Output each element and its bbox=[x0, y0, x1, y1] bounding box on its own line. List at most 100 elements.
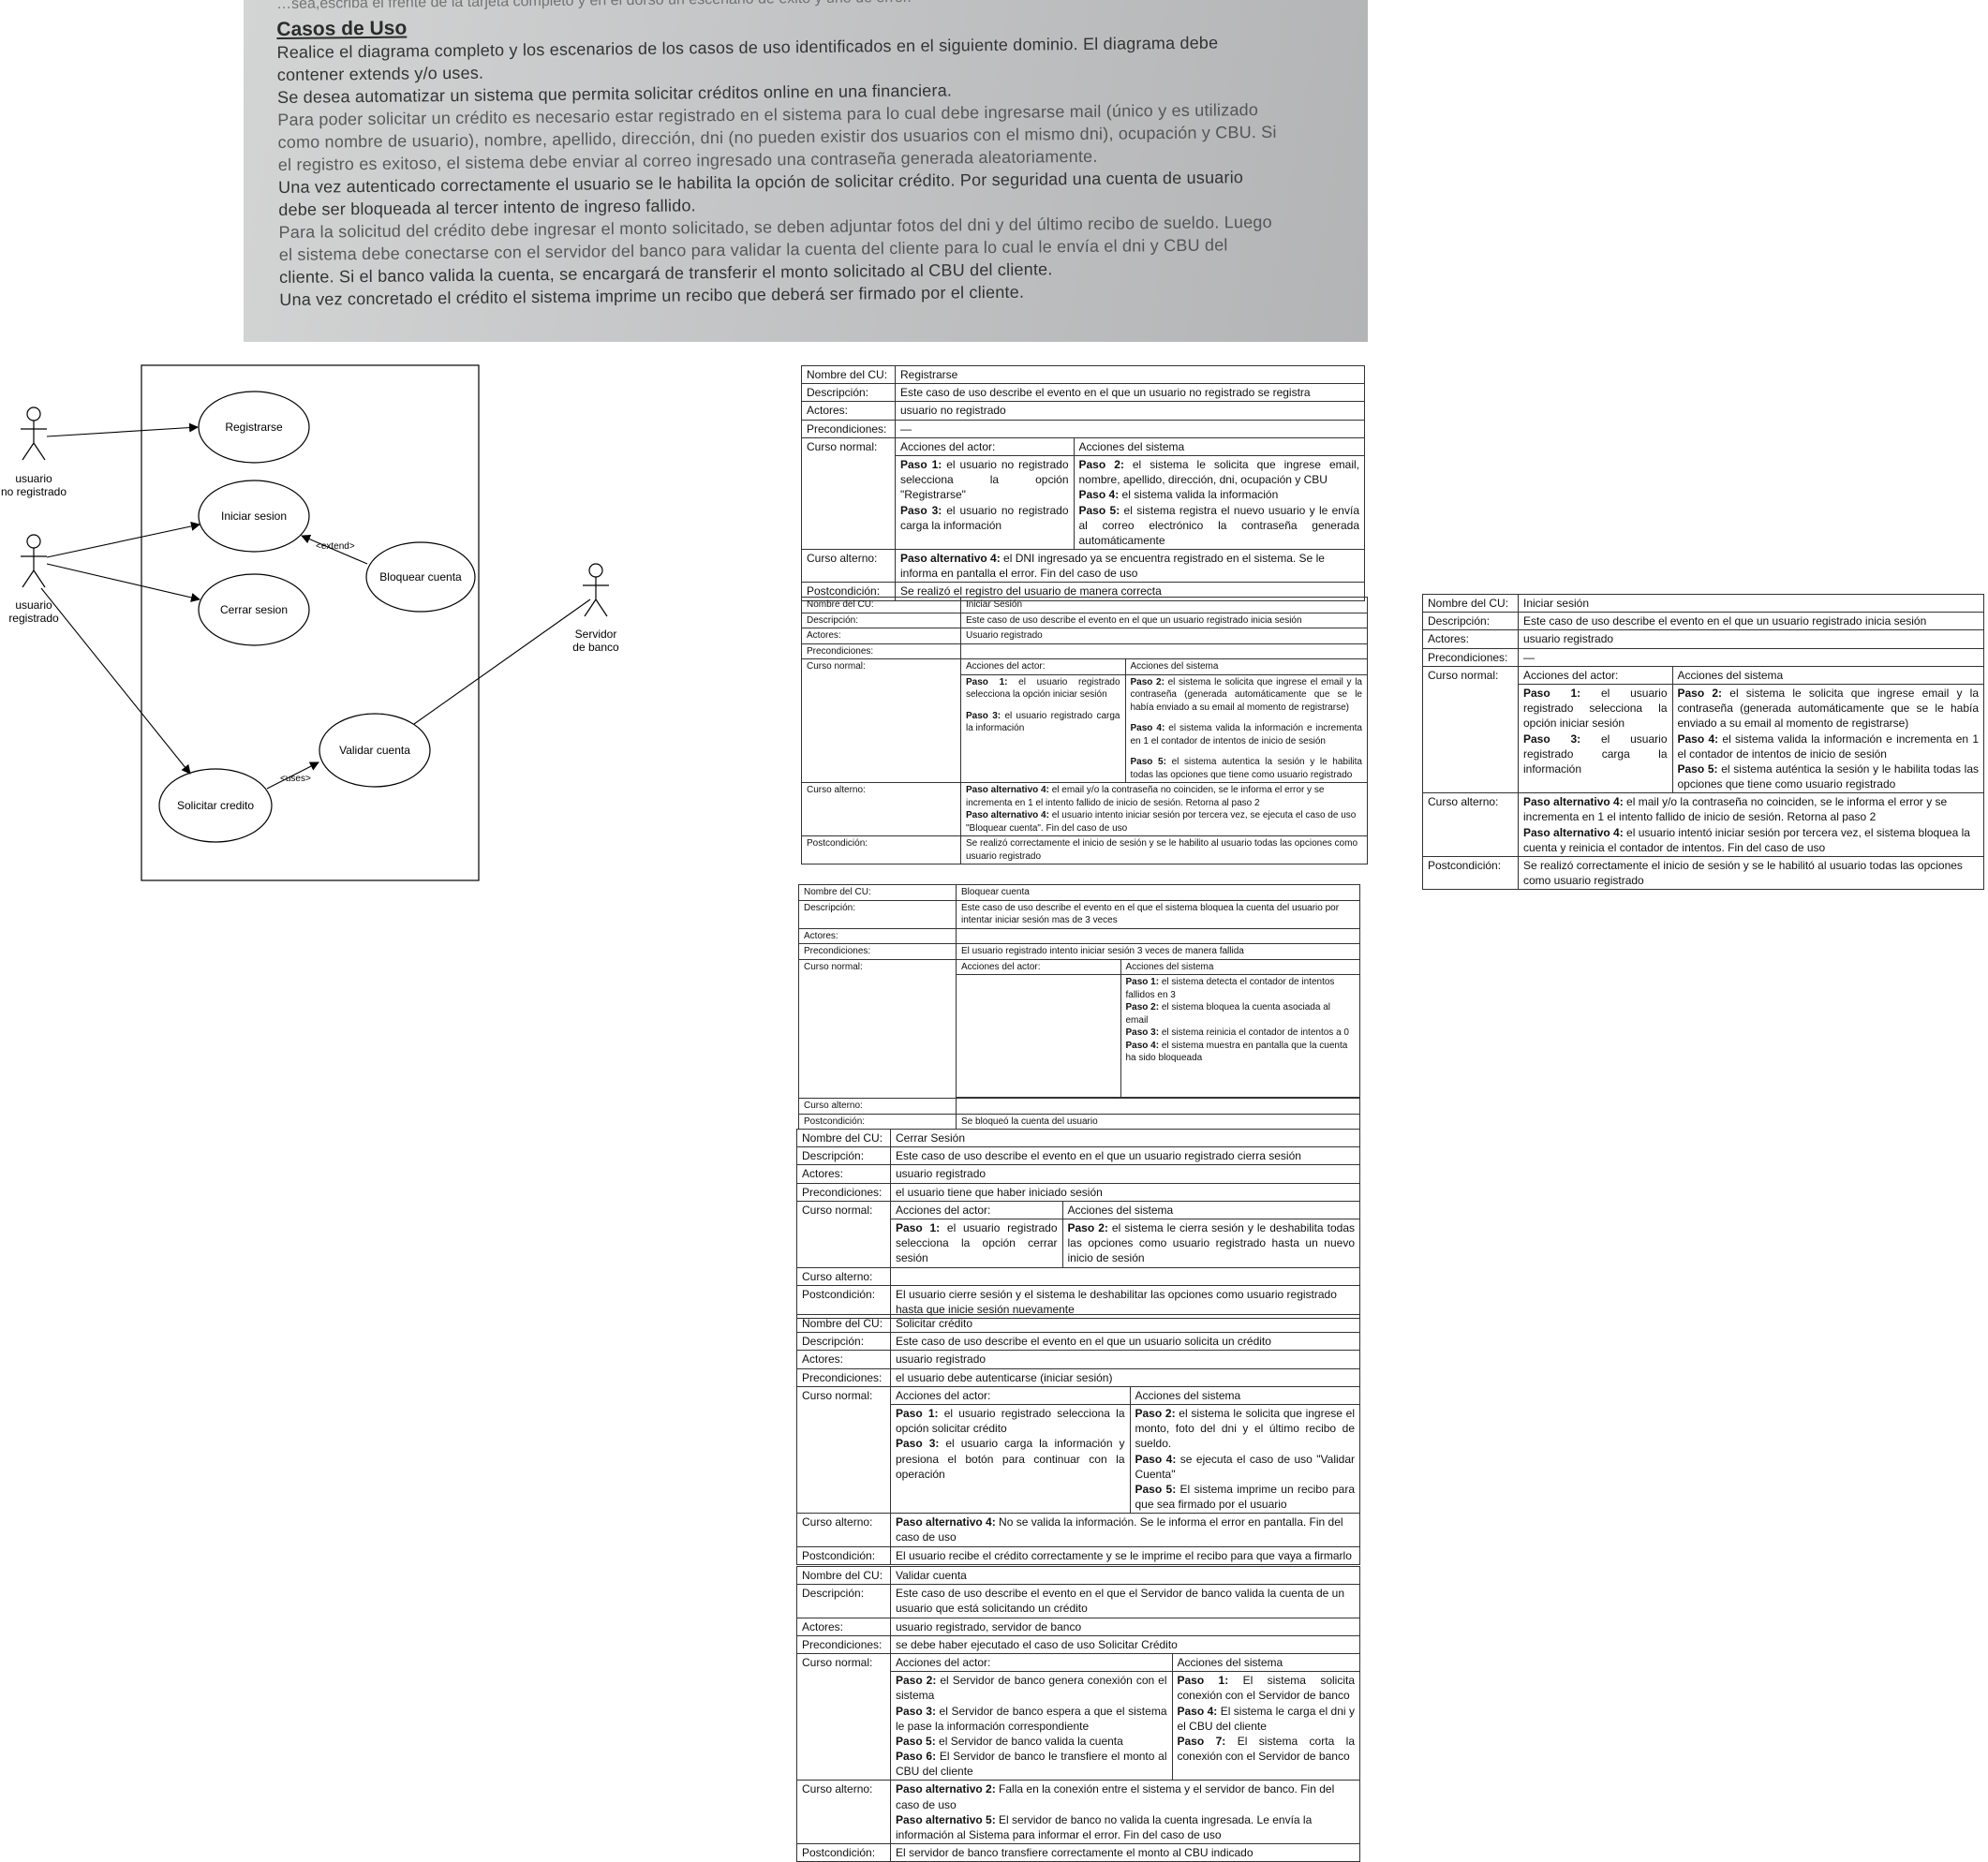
label-precondiciones: Precondiciones: bbox=[796, 1182, 891, 1202]
step-item: Paso 2: el sistema le solicita que ingre… bbox=[1677, 686, 1980, 731]
value-postcondicion: Se realizó correctamente el inicio de se… bbox=[1518, 855, 1984, 891]
value-actores: Usuario registrado bbox=[960, 628, 1368, 644]
table-solicitar-credito: Nombre del CU:Solicitar crédito Descripc… bbox=[796, 1313, 1360, 1565]
value-nombre: Bloquear cuenta bbox=[956, 884, 1360, 901]
use-case-validar-cuenta bbox=[319, 713, 431, 788]
step-item: Paso 4: el sistema valida la información… bbox=[1677, 732, 1980, 761]
label-descripcion: Descripción: bbox=[798, 899, 957, 929]
step-item: Paso 1: el sistema detecta el contador d… bbox=[1125, 977, 1335, 1000]
label-precondiciones: Precondiciones: bbox=[796, 1367, 891, 1387]
label-curso-normal: Curso normal: bbox=[801, 658, 961, 783]
step-item: Paso 5: el sistema registra el nuevo usu… bbox=[1078, 503, 1360, 547]
step-item: Paso 3: el usuario no registrado carga l… bbox=[900, 503, 1069, 532]
exercise-photo: …sea,escriba el frente de la tarjeta com… bbox=[244, 0, 1368, 342]
step-item: Paso 1: El sistema solicita conexión con… bbox=[1177, 1674, 1356, 1703]
value-postcondicion: Se bloqueó la cuenta del usuario bbox=[956, 1113, 1360, 1130]
label-precondiciones: Precondiciones: bbox=[1422, 647, 1519, 667]
value-postcondicion: Se realizó correctamente el inicio de se… bbox=[960, 835, 1368, 864]
step-item: Paso alternativo 2: Falla en la conexión… bbox=[896, 1782, 1335, 1811]
label-precondiciones: Precondiciones: bbox=[798, 943, 957, 960]
label-nombre: Nombre del CU: bbox=[798, 884, 957, 901]
label-descripcion: Descripción: bbox=[801, 383, 896, 403]
actor-label-no-registrado: usuario no registrado bbox=[0, 472, 67, 498]
step-item: Paso 4: el sistema valida la información… bbox=[1130, 723, 1363, 746]
step-item: Paso 5: el Servidor de banco valida la c… bbox=[896, 1734, 1123, 1748]
use-case-label-solicitar: Solicitar credito bbox=[176, 799, 255, 812]
system-steps: Paso 2: el sistema le solicita que ingre… bbox=[1124, 674, 1367, 782]
actor-label-registrado: usuario registrado bbox=[8, 598, 59, 625]
label-curso-normal: Curso normal: bbox=[796, 1652, 891, 1781]
alterno-steps: Paso alternativo 4: el mail y/o la contr… bbox=[1518, 792, 1984, 857]
use-case-iniciar-sesion bbox=[198, 480, 310, 553]
table-iniciar-sesion: Nombre del CU:Iniciar sesión Descripción… bbox=[1422, 593, 1984, 891]
step-item: Paso 4: se ejecuta el caso de uso "Valid… bbox=[1135, 1452, 1356, 1481]
step-item: Paso 4: el sistema valida la información bbox=[1078, 488, 1279, 502]
use-case-label-validar: Validar cuenta bbox=[339, 744, 410, 757]
assoc-registrado-iniciar bbox=[46, 522, 200, 558]
step-item: Paso 3: el Servidor de banco espera a qu… bbox=[896, 1704, 1167, 1733]
value-descripcion: Este caso de uso describe el evento en e… bbox=[895, 383, 1365, 403]
label-curso-normal: Curso normal: bbox=[801, 436, 896, 551]
alterno-steps: Paso alternativo 2: Falla en la conexión… bbox=[890, 1780, 1360, 1845]
table-iniciar-sesion-small: Nombre del CU:Iniciar Sesión Descripción… bbox=[801, 597, 1368, 864]
label-descripcion: Descripción: bbox=[796, 1146, 891, 1166]
value-nombre: Registrarse bbox=[895, 364, 1365, 385]
step-item: Paso 1: el usuario registrado selecciona… bbox=[966, 676, 1120, 701]
value-descripcion: Este caso de uso describe el evento en e… bbox=[890, 1584, 1360, 1618]
uses-label: <uses> bbox=[280, 774, 311, 784]
step-item: Paso 6: El Servidor de banco le transfie… bbox=[896, 1750, 1167, 1779]
acciones-sistema-header: Acciones del sistema bbox=[1073, 437, 1364, 456]
assoc-servidor-validar bbox=[413, 598, 591, 725]
value-precondiciones bbox=[960, 643, 1368, 659]
label-actores: Actores: bbox=[801, 628, 961, 644]
acciones-sistema-header: Acciones del sistema bbox=[1061, 1201, 1359, 1219]
step-item: Paso 3: el usuario carga la información … bbox=[896, 1437, 1125, 1481]
system-steps: Paso 1: El sistema solicita conexión con… bbox=[1171, 1671, 1359, 1781]
step-item: Paso 3: el usuario registrado carga la i… bbox=[1523, 732, 1668, 776]
label-nombre: Nombre del CU: bbox=[796, 1565, 891, 1586]
acciones-actor-header: Acciones del actor: bbox=[961, 659, 1125, 675]
system-steps: Paso 2: el sistema le solicita que ingre… bbox=[1129, 1404, 1359, 1514]
step-item: Paso 3: el usuario registrado carga la i… bbox=[966, 710, 1120, 734]
acciones-actor-header: Acciones del actor: bbox=[896, 437, 1074, 456]
actor-usuario-no-registrado bbox=[21, 406, 47, 461]
step-item: Paso 5: el sistema autentica la sesión y… bbox=[1130, 757, 1363, 780]
acciones-actor-header: Acciones del actor: bbox=[891, 1653, 1172, 1673]
step-item: Paso 2: el Servidor de banco genera cone… bbox=[896, 1674, 1167, 1703]
alterno-steps: Paso alternativo 4: el email y/o la cont… bbox=[960, 782, 1368, 836]
label-curso-alterno: Curso alterno: bbox=[1422, 792, 1519, 857]
table-registrarse: Nombre del CU:Registrarse Descripción:Es… bbox=[801, 364, 1365, 601]
step-item: Paso 1: el usuario registrado selecciona… bbox=[896, 1406, 1125, 1436]
value-precondiciones: el usuario tiene que haber iniciado sesi… bbox=[890, 1182, 1360, 1202]
actor-servidor-de-banco bbox=[583, 563, 609, 617]
label-curso-normal: Curso normal: bbox=[798, 958, 957, 1099]
label-actores: Actores: bbox=[801, 401, 896, 421]
step-item: Paso alternativo 4: el mail y/o la contr… bbox=[1523, 795, 1948, 824]
label-descripcion: Descripción: bbox=[801, 612, 961, 628]
use-case-label-cerrar: Cerrar sesion bbox=[219, 603, 289, 616]
value-actores: usuario registrado, servidor de banco bbox=[890, 1617, 1360, 1636]
value-postcondicion: El servidor de banco transfiere correcta… bbox=[890, 1843, 1360, 1862]
label-descripcion: Descripción: bbox=[1422, 612, 1519, 631]
label-curso-normal: Curso normal: bbox=[1422, 665, 1519, 794]
actor-label-servidor: Servidor de banco bbox=[572, 628, 619, 654]
uses-relation bbox=[266, 761, 319, 790]
actor-steps: Paso 1: el usuario no registrado selecci… bbox=[896, 455, 1074, 549]
alterno-steps bbox=[956, 1098, 1360, 1115]
label-nombre: Nombre del CU: bbox=[796, 1313, 891, 1334]
label-actores: Actores: bbox=[796, 1617, 891, 1636]
step-item: Paso 7: El sistema corta la conexión con… bbox=[1177, 1734, 1356, 1764]
label-nombre: Nombre del CU: bbox=[801, 597, 961, 613]
label-curso-alterno: Curso alterno: bbox=[796, 1780, 891, 1845]
use-case-diagram: usuario no registrado usuario registrado… bbox=[0, 356, 656, 899]
alterno-steps: Paso alternativo 4: No se valida la info… bbox=[890, 1513, 1360, 1547]
actor-steps: Paso 1: el usuario registrado selecciona… bbox=[1519, 684, 1672, 792]
use-case-label-registrarse: Registrarse bbox=[225, 421, 283, 434]
acciones-actor-header: Acciones del actor: bbox=[957, 959, 1120, 975]
step-item: Paso alternativo 4: No se valida la info… bbox=[896, 1515, 1343, 1544]
value-precondiciones: — bbox=[895, 419, 1365, 438]
label-descripcion: Descripción: bbox=[796, 1584, 891, 1618]
table-cerrar-sesion: Nombre del CU:Cerrar Sesión Descripción:… bbox=[796, 1128, 1360, 1320]
assoc-registrado-solicitar bbox=[40, 587, 191, 775]
alterno-steps: Paso alternativo 4: el DNI ingresado ya … bbox=[895, 549, 1365, 584]
